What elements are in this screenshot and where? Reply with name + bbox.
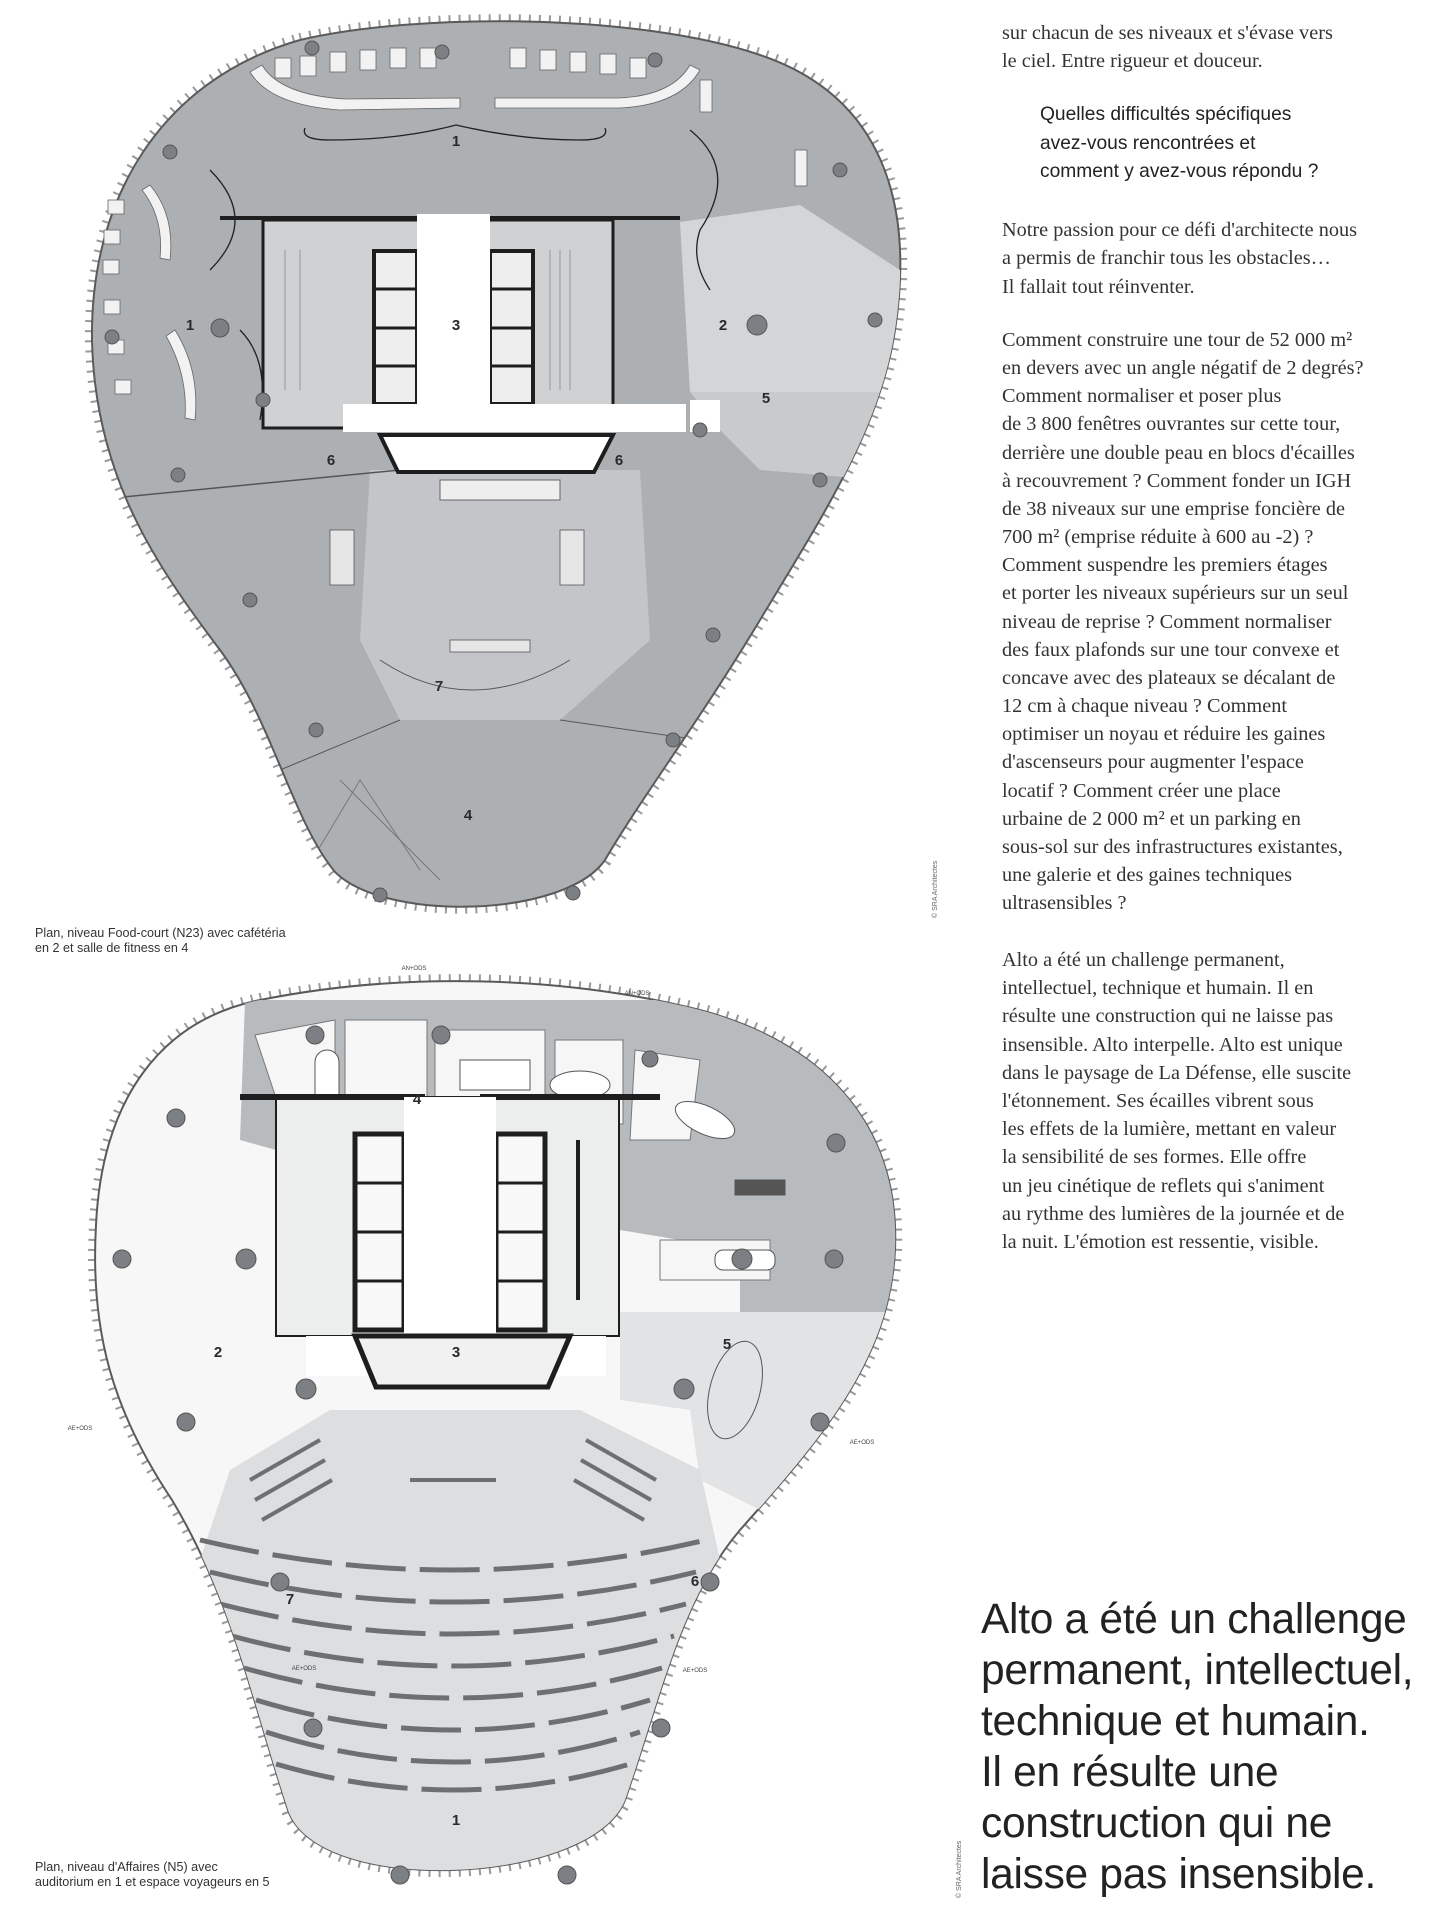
facade-tag: AE+ODS bbox=[292, 1666, 317, 1672]
text-line: 12 cm à chaque niveau ? Comment bbox=[1002, 695, 1287, 718]
text-line: dans le paysage de La Défense, elle susc… bbox=[1002, 1061, 1352, 1084]
text-line: d'ascenseurs pour augmenter l'espace bbox=[1002, 751, 1304, 774]
text-line: l'étonnement. Ses écailles vibrent sous bbox=[1002, 1090, 1314, 1113]
text-line: une galerie et des gaines techniques bbox=[1002, 863, 1293, 886]
columns bbox=[112, 1025, 846, 1885]
plan-label: 1 bbox=[452, 133, 460, 150]
facade-tag: AN+ODS bbox=[625, 991, 650, 997]
plan-business-level: 4 2 3 5 7 6 1 AN+ODS AN+ODS AE+ODS AE+OD… bbox=[68, 966, 903, 1885]
interview-question: Quelles difficultés spécifiques avez-vous… bbox=[1040, 101, 1318, 187]
text-line: Alto a été un challenge bbox=[981, 1596, 1407, 1643]
plan-label: 1 bbox=[186, 317, 194, 334]
columns bbox=[104, 40, 883, 903]
text-line: optimiser un noyau et réduire les gaines bbox=[1002, 723, 1326, 746]
text-line: résulte une construction qui ne laisse p… bbox=[1002, 1005, 1334, 1028]
text-line: Comment normaliser et poser plus bbox=[1002, 385, 1282, 408]
cafeteria-zone bbox=[680, 205, 901, 392]
text-line: sur chacun de ses niveaux et s'évase ver… bbox=[1002, 22, 1333, 44]
flow-arrows bbox=[209, 124, 719, 421]
text-line: ultrasensibles ? bbox=[1002, 892, 1127, 915]
text-line: Comment construire une tour de 52 000 m² bbox=[1002, 329, 1353, 351]
caption-line: Plan, niveau Food-court (N23) avec cafét… bbox=[35, 926, 286, 940]
text-line: a permis de franchir tous les obstacles… bbox=[1002, 247, 1331, 270]
facade-tag: AE+ODS bbox=[850, 1440, 875, 1446]
text-line: à recouvrement ? Comment fonder un IGH bbox=[1002, 469, 1352, 492]
plan-label: 6 bbox=[615, 452, 623, 469]
building-core bbox=[220, 214, 720, 691]
photo-credit: © SRA Architectes bbox=[956, 1840, 963, 1898]
plan-food-court: 1 1 2 3 5 6 6 7 4 bbox=[84, 14, 908, 914]
travel-zone-5 bbox=[690, 392, 901, 480]
text-line: locatif ? Comment créer une place bbox=[1002, 779, 1281, 802]
facade-tags: AN+ODS AN+ODS AE+ODS AE+ODS AE+ODS AE+OD… bbox=[68, 966, 875, 1674]
plan-label: 3 bbox=[452, 317, 460, 334]
plan-label: 4 bbox=[413, 1091, 422, 1108]
text-line: urbaine de 2 000 m² et un parking en bbox=[1002, 807, 1301, 830]
text-line: des faux plafonds sur une tour convexe e… bbox=[1002, 638, 1340, 661]
plan-label: 1 bbox=[452, 1812, 460, 1829]
plan-label: 2 bbox=[214, 1344, 222, 1361]
text-line: Notre passion pour ce défi d'architecte … bbox=[1002, 219, 1358, 241]
text-line: Quelles difficultés spécifiques bbox=[1040, 104, 1292, 125]
plan-label: 5 bbox=[723, 1336, 731, 1353]
text-line: construction qui ne bbox=[981, 1800, 1333, 1847]
text-line: 700 m² (emprise réduite à 600 au -2) ? bbox=[1002, 526, 1314, 549]
facade-tag: AN+ODS bbox=[402, 966, 427, 972]
plan-label: 4 bbox=[464, 807, 473, 824]
photo-credit: © SRA Architectes bbox=[932, 860, 939, 918]
answer-paragraph-3: Alto a été un challenge permanent, intell… bbox=[1002, 946, 1351, 1256]
text-line: le ciel. Entre rigueur et douceur. bbox=[1002, 50, 1263, 73]
facade-tag: AE+ODS bbox=[68, 1426, 93, 1432]
plan-labels: 4 2 3 5 7 6 1 bbox=[214, 1091, 731, 1829]
auditorium-rows bbox=[199, 1537, 707, 1793]
plan-label: 7 bbox=[435, 678, 443, 695]
text-line: et porter les niveaux supérieurs sur un … bbox=[1002, 582, 1349, 605]
facade-tag: AE+ODS bbox=[683, 1668, 708, 1674]
text-line: intellectuel, technique et humain. Il en bbox=[1002, 977, 1314, 1000]
text-line: niveau de reprise ? Comment normaliser bbox=[1002, 610, 1332, 633]
plan-caption-business-level: Plan, niveau d'Affaires (N5) avec audito… bbox=[35, 1860, 270, 1890]
text-line: la sensibilité de ses formes. Elle offre bbox=[1002, 1146, 1307, 1169]
answer-paragraph-2: Comment construire une tour de 52 000 m²… bbox=[1002, 326, 1364, 917]
text-line: insensible. Alto interpelle. Alto est un… bbox=[1002, 1033, 1343, 1056]
text-line: en devers avec un angle négatif de 2 deg… bbox=[1002, 357, 1364, 380]
plan-caption-food-court: Plan, niveau Food-court (N23) avec cafét… bbox=[35, 926, 286, 956]
text-line: Comment suspendre les premiers étages bbox=[1002, 554, 1328, 577]
plan-label: 3 bbox=[452, 1344, 460, 1361]
caption-line: auditorium en 1 et espace voyageurs en 5 bbox=[35, 1875, 270, 1889]
plan-label: 5 bbox=[762, 390, 770, 407]
plan-label: 2 bbox=[719, 317, 727, 334]
text-line: les effets de la lumière, mettant en val… bbox=[1002, 1118, 1337, 1141]
text-line: derrière une double peau en blocs d'écai… bbox=[1002, 441, 1355, 464]
text-line: au rythme des lumières de la journée et … bbox=[1002, 1202, 1345, 1225]
plan-label: 7 bbox=[286, 1591, 294, 1608]
caption-line: en 2 et salle de fitness en 4 bbox=[35, 941, 189, 955]
text-line: avez-vous rencontrées et bbox=[1040, 132, 1256, 154]
tables-top bbox=[102, 47, 808, 421]
text-line: permanent, intellectuel, bbox=[981, 1647, 1414, 1694]
caption-line: Plan, niveau d'Affaires (N5) avec bbox=[35, 1860, 218, 1874]
text-line: comment y avez-vous répondu ? bbox=[1040, 161, 1319, 183]
intro-paragraph: sur chacun de ses niveaux et s'évase ver… bbox=[1002, 19, 1333, 76]
text-line: technique et humain. bbox=[981, 1698, 1370, 1745]
text-line: de 3 800 fenêtres ouvrantes sur cette to… bbox=[1002, 413, 1341, 436]
answer-paragraph-1: Notre passion pour ce défi d'architecte … bbox=[1002, 216, 1357, 301]
text-line: Il fallait tout réinventer. bbox=[1002, 275, 1195, 298]
text-line: sous-sol sur des infrastructures existan… bbox=[1002, 835, 1343, 858]
text-line: laisse pas insensible. bbox=[981, 1851, 1377, 1898]
plan-label: 6 bbox=[327, 452, 335, 469]
text-line: un jeu cinétique de reflets qui s'animen… bbox=[1002, 1174, 1325, 1197]
text-line: Il en résulte une bbox=[981, 1749, 1279, 1796]
text-line: la nuit. L'émotion est ressentie, visibl… bbox=[1002, 1231, 1319, 1254]
text-line: Alto a été un challenge permanent, bbox=[1002, 949, 1285, 971]
text-line: concave avec des plateaux se décalant de bbox=[1002, 666, 1336, 689]
building-core bbox=[240, 1094, 660, 1390]
plan-label: 6 bbox=[691, 1573, 699, 1590]
plan-labels: 1 1 2 3 5 6 6 7 4 bbox=[186, 133, 770, 824]
text-line: de 38 niveaux sur une emprise foncière d… bbox=[1002, 497, 1345, 520]
